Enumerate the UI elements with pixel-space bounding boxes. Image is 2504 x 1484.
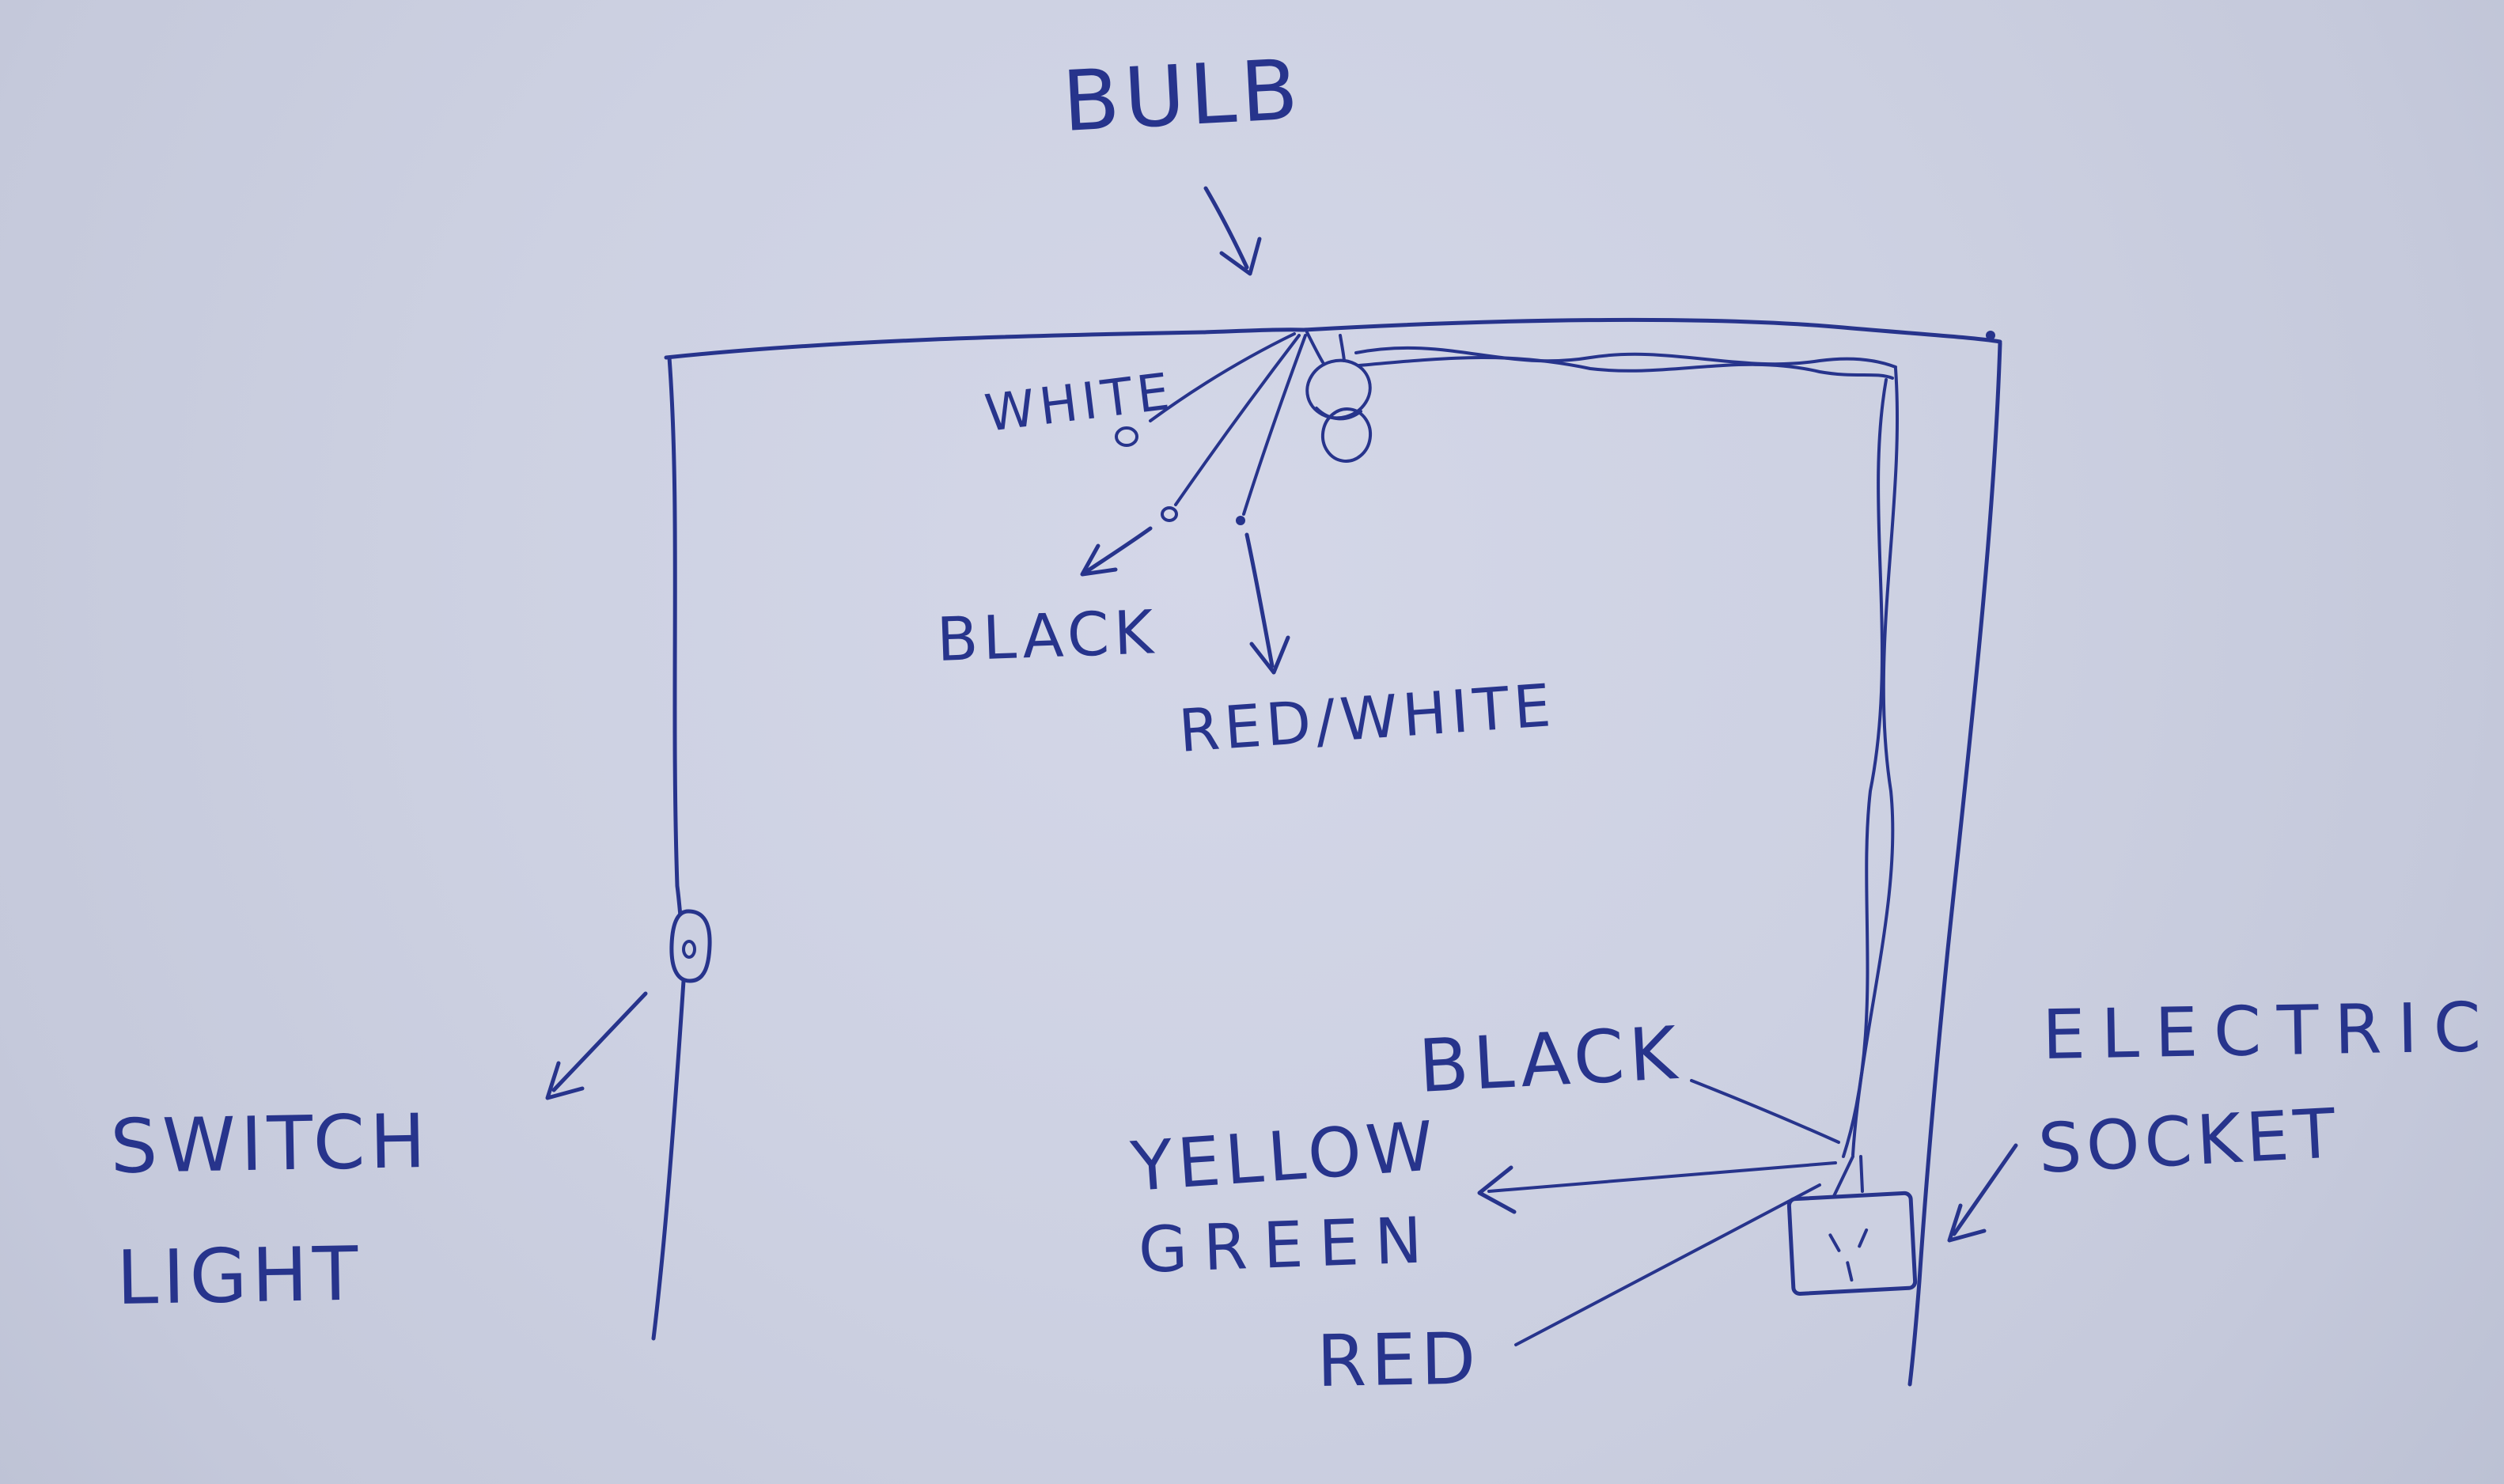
cable-socket-stubs bbox=[1832, 1155, 1864, 1198]
label-bulb: BULB bbox=[1060, 41, 1305, 150]
electric-socket bbox=[1786, 1191, 1918, 1296]
socket-arrow-head bbox=[1947, 1203, 1987, 1243]
label-red: RED bbox=[1316, 1317, 1482, 1403]
label-light: LIGHT bbox=[116, 1232, 363, 1322]
electric-socket-body bbox=[1786, 1191, 1918, 1296]
label-black-top: BLACK bbox=[936, 596, 1160, 675]
label-switch: SWITCH bbox=[109, 1099, 430, 1191]
bulb-arrow bbox=[1203, 186, 1249, 270]
right-wall bbox=[1907, 341, 2002, 1387]
red-connector bbox=[1514, 1183, 1821, 1346]
cable-vertical-strand-b bbox=[1842, 378, 1888, 1158]
label-red-white: RED/WHITE bbox=[1176, 672, 1558, 766]
white-wire bbox=[1149, 332, 1296, 422]
label-white: WHITE bbox=[982, 362, 1177, 444]
light-switch bbox=[669, 909, 712, 983]
ceiling-line-end-dot bbox=[1986, 331, 1995, 340]
red-white-label-arrow-head bbox=[1249, 635, 1290, 675]
switch-arrow bbox=[551, 991, 648, 1092]
cable-horizontal-strand-b bbox=[1358, 355, 1894, 380]
black-bottom-connector bbox=[1690, 1079, 1840, 1144]
bulb-glass-ring bbox=[1320, 407, 1373, 463]
yellow-green-connector bbox=[1487, 1161, 1837, 1193]
label-black-bottom: BLACK bbox=[1417, 1011, 1684, 1109]
left-wall-lower bbox=[651, 979, 686, 1341]
red-white-wire-dot bbox=[1236, 516, 1245, 525]
left-wall-upper bbox=[667, 355, 683, 918]
label-electric: ELECTRIC bbox=[2042, 988, 2498, 1075]
yellow-green-arrow-head bbox=[1477, 1165, 1517, 1214]
red-white-label-arrow bbox=[1244, 532, 1275, 668]
label-green: GREEN bbox=[1137, 1203, 1439, 1287]
electric-socket-slots bbox=[1828, 1228, 1869, 1282]
black-label-arrow bbox=[1085, 526, 1153, 574]
red-white-wire bbox=[1242, 334, 1307, 516]
ceiling-line bbox=[664, 317, 2002, 360]
bulb-arrow-head bbox=[1219, 237, 1262, 276]
black-wire bbox=[1174, 334, 1301, 506]
bulb-holder-stem bbox=[1305, 331, 1346, 364]
socket-arrow bbox=[1952, 1143, 2018, 1236]
cable-horizontal-strand-a bbox=[1354, 346, 1897, 369]
black-label-arrow-head bbox=[1080, 543, 1118, 577]
light-switch-button bbox=[682, 940, 696, 959]
label-socket: SOCKET bbox=[2036, 1094, 2342, 1189]
white-wire-end-loop bbox=[1115, 426, 1138, 447]
switch-arrow-head bbox=[545, 1061, 585, 1100]
black-wire-end-loop bbox=[1161, 506, 1178, 522]
bulb-scribble bbox=[1315, 407, 1362, 421]
cable-vertical-strand-a bbox=[1851, 367, 1900, 1157]
label-yellow: YELLOW bbox=[1127, 1107, 1440, 1207]
